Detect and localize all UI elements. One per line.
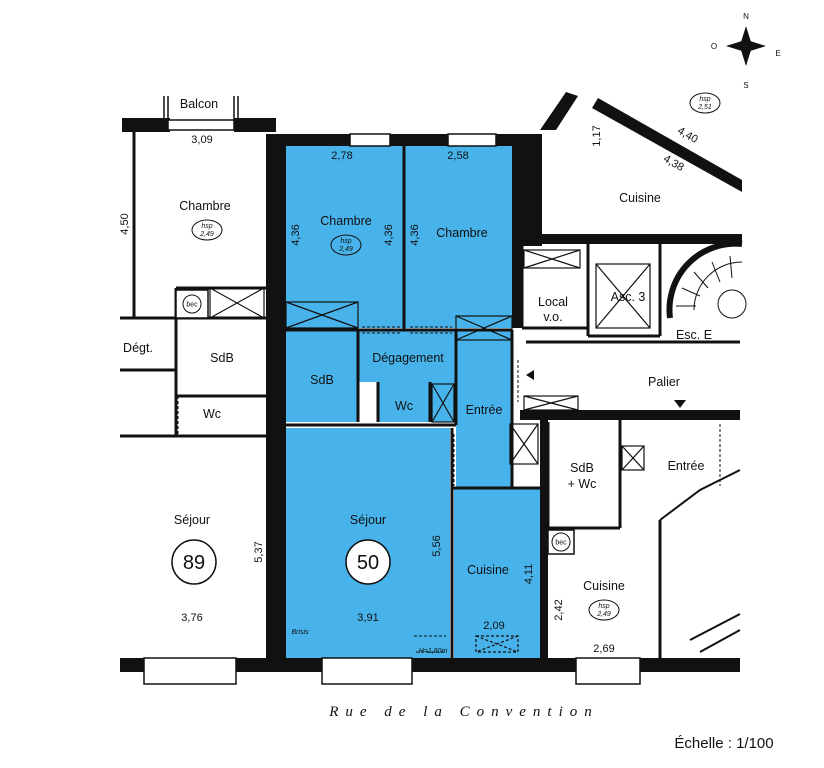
- hsp-value: 2,49: [596, 611, 611, 618]
- room-label-entree: Entrée: [466, 403, 503, 417]
- room-label-entree-right: Entrée: [668, 459, 705, 473]
- room-label-sdb-wc: SdB: [570, 461, 594, 475]
- bec-markers: bec bec: [175, 289, 575, 555]
- dim-sejour-width: 3,91: [357, 612, 378, 624]
- unit-number-89: 89: [183, 552, 205, 574]
- street-name: Rue de la Convention: [328, 704, 599, 720]
- compass-o: O: [711, 42, 717, 51]
- unit-number-50: 50: [357, 552, 379, 574]
- room-label-wc: Wc: [395, 399, 413, 413]
- dim-diag-2: 4,40: [675, 125, 700, 146]
- compass-s: S: [743, 81, 748, 90]
- room-label-chambre-1: Chambre: [320, 214, 371, 228]
- compass-e: E: [775, 49, 780, 58]
- hsp-label: hsp: [340, 238, 351, 245]
- height-label: H=1,80m: [419, 648, 448, 655]
- unit-circle-50: [345, 539, 391, 585]
- room-label-cuisine-right: Cuisine: [583, 579, 625, 593]
- dim-chambre1-height: 4,36: [290, 224, 302, 245]
- room-label-sejour-left: Séjour: [174, 513, 210, 527]
- room-label-wc-left: Wc: [203, 407, 221, 421]
- bec-label-right: bec: [555, 540, 567, 547]
- room-label-degt: Dégt.: [123, 341, 153, 355]
- dim-cuisine-width: 2,09: [483, 620, 504, 632]
- room-label-palier: Palier: [648, 375, 680, 389]
- room-fill-sdb: [286, 330, 358, 422]
- dim-sejour-left-height: 5,37: [253, 541, 265, 562]
- dim-cuisine-height: 4,11: [523, 564, 535, 585]
- hsp-markers: [191, 92, 721, 621]
- room-label-chambre-2: Chambre: [436, 226, 487, 240]
- hsp-label: hsp: [598, 603, 609, 610]
- entry-arrows: [526, 370, 686, 408]
- room-label-cuisine-top: Cuisine: [619, 191, 661, 205]
- walls: [120, 92, 742, 672]
- unit-markers: 50 89: [171, 539, 391, 585]
- cupboards: [209, 249, 651, 653]
- hsp-value: 2,49: [338, 246, 353, 253]
- hsp-value: 2,49: [199, 231, 214, 238]
- hsp-texts: hsp 2,49 hsp 2,49 hsp 2,51 hsp 2,49: [199, 96, 712, 618]
- room-label-local: Local: [538, 295, 568, 309]
- dim-sejour-left-width: 3,76: [181, 612, 202, 624]
- dim-cuisine-right-height: 2,42: [553, 599, 565, 620]
- angled-walls: [659, 469, 741, 653]
- room-label-sdb-wc-2: + Wc: [568, 477, 597, 491]
- room-labels: Balcon Chambre Chambre Chambre SdB Dégag…: [123, 97, 712, 655]
- dim-chambre1-width: 2,78: [331, 150, 352, 162]
- room-label-asc: Asc. 3: [611, 290, 646, 304]
- dim-balcony-width: 3,09: [191, 134, 212, 146]
- dim-left-chambre-height: 4,50: [119, 213, 131, 234]
- room-label-balcon: Balcon: [180, 97, 218, 111]
- room-fill-cuisine: [454, 488, 540, 658]
- dim-sejour-height: 5,56: [431, 535, 443, 556]
- balcony: [143, 96, 641, 685]
- room-label-sejour: Séjour: [350, 513, 386, 527]
- doors: [122, 317, 721, 653]
- compass-icon: N E S O: [711, 12, 781, 90]
- room-fill-chambre-2: [404, 146, 512, 328]
- unit-circle-89: [171, 539, 217, 585]
- room-label-sdb: SdB: [310, 373, 334, 387]
- dim-chambre1-height-right: 4,36: [383, 224, 395, 245]
- dim-diag-1: 1,17: [591, 125, 603, 146]
- room-fill-degagement: [358, 330, 456, 382]
- room-label-vo: v.o.: [543, 310, 562, 324]
- room-fill-entree: [456, 330, 512, 488]
- bec-label-left: bec: [186, 302, 198, 309]
- room-fill-chambre-1: [286, 146, 404, 328]
- compass-n: N: [743, 12, 749, 21]
- dim-chambre2-width: 2,58: [447, 150, 468, 162]
- scale-label: Échelle : 1/100: [674, 735, 773, 752]
- room-fill-wc: [378, 382, 430, 422]
- brisis-label: Brisis: [291, 629, 309, 636]
- hsp-value: 2,51: [697, 104, 712, 111]
- room-label-esc: Esc. E: [676, 328, 712, 342]
- room-label-chambre-left: Chambre: [179, 199, 230, 213]
- room-label-sdb-left: SdB: [210, 351, 234, 365]
- hsp-label: hsp: [699, 96, 710, 103]
- hsp-label: hsp: [201, 223, 212, 230]
- room-label-cuisine: Cuisine: [467, 563, 509, 577]
- dim-cuisine-right-width: 2,69: [593, 643, 614, 655]
- spiral-staircase-icon: [666, 240, 747, 319]
- room-label-degagement: Dégagement: [372, 351, 444, 365]
- dim-chambre2-height: 4,36: [409, 224, 421, 245]
